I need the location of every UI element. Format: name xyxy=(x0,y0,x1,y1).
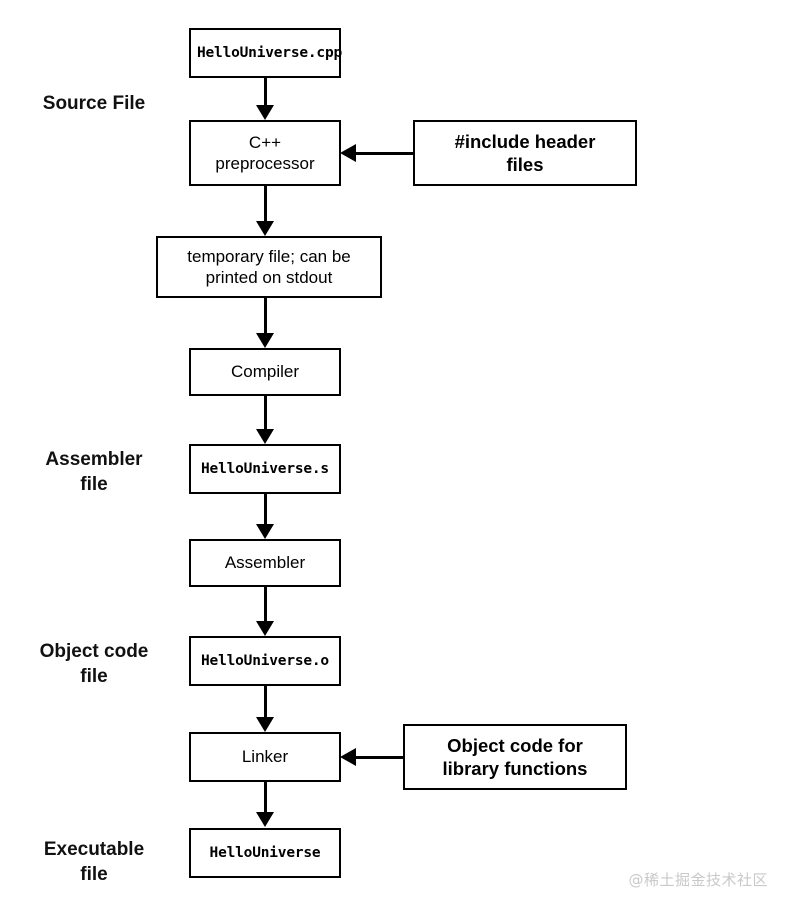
node-label: Object code for library functions xyxy=(442,734,588,779)
arrowhead-assembler-to-objfile xyxy=(256,621,274,636)
arrowhead-asmfile-to-assembler xyxy=(256,524,274,539)
connector-line-tempfile-to-compiler xyxy=(263,298,267,334)
connector-line-library-to-linker xyxy=(355,755,405,759)
stage-label-assembler-file: Assembler file xyxy=(45,449,143,495)
node-assembler[interactable]: Assembler xyxy=(189,539,341,587)
arrowhead-cpp-to-preprocessor xyxy=(256,105,274,120)
stage-label-executable-file: Executable file xyxy=(43,839,145,885)
arrowhead-tempfile-to-compiler xyxy=(256,333,274,348)
arrowhead-objfile-to-linker xyxy=(256,717,274,732)
arrowhead-linker-to-executable xyxy=(256,812,274,827)
connector-line-asmfile-to-assembler xyxy=(263,494,267,525)
node-hellouniverse-o[interactable]: HelloUniverse.o xyxy=(189,636,341,686)
node-hellouniverse-s[interactable]: HelloUniverse.s xyxy=(189,444,341,494)
connector-line-cpp-to-preprocessor xyxy=(263,78,267,108)
node-cpp-preprocessor[interactable]: C++ preprocessor xyxy=(189,120,341,186)
node-linker[interactable]: Linker xyxy=(189,732,341,782)
watermark: @稀土掘金技术社区 xyxy=(628,871,768,889)
node-include-header-files[interactable]: #include header files xyxy=(413,120,637,186)
connector-line-include-to-preprocessor xyxy=(355,151,415,155)
connector-line-objfile-to-linker xyxy=(263,686,267,718)
node-hellouniverse-cpp[interactable]: HelloUniverse.cpp xyxy=(189,28,343,78)
stage-label-object-code-file: Object code file xyxy=(39,641,149,687)
node-label: HelloUniverse.cpp xyxy=(197,44,343,61)
node-label: HelloUniverse.o xyxy=(201,652,329,669)
arrowhead-include-to-preprocessor xyxy=(340,144,356,162)
connector-line-linker-to-executable xyxy=(263,782,267,813)
node-label: C++ preprocessor xyxy=(215,132,315,173)
node-temporary-file[interactable]: temporary file; can be printed on stdout xyxy=(156,236,382,298)
connector-line-compiler-to-asmfile xyxy=(263,396,267,430)
arrowhead-library-to-linker xyxy=(340,748,356,766)
node-label: Linker xyxy=(241,747,289,767)
node-label: #include header files xyxy=(454,130,596,175)
arrowhead-preprocessor-to-tempfile xyxy=(256,221,274,236)
node-hellouniverse[interactable]: HelloUniverse xyxy=(189,828,341,878)
node-object-code-library[interactable]: Object code for library functions xyxy=(403,724,627,790)
node-label: temporary file; can be printed on stdout xyxy=(187,246,351,287)
arrowhead-compiler-to-asmfile xyxy=(256,429,274,444)
node-label: Assembler xyxy=(224,553,306,573)
node-label: HelloUniverse.s xyxy=(201,460,329,477)
connector-line-preprocessor-to-tempfile xyxy=(263,186,267,222)
node-compiler[interactable]: Compiler xyxy=(189,348,341,396)
node-label: HelloUniverse xyxy=(209,844,321,861)
connector-line-assembler-to-objfile xyxy=(263,587,267,621)
node-label: Compiler xyxy=(230,362,300,382)
stage-label-source-file: Source File xyxy=(42,93,146,114)
